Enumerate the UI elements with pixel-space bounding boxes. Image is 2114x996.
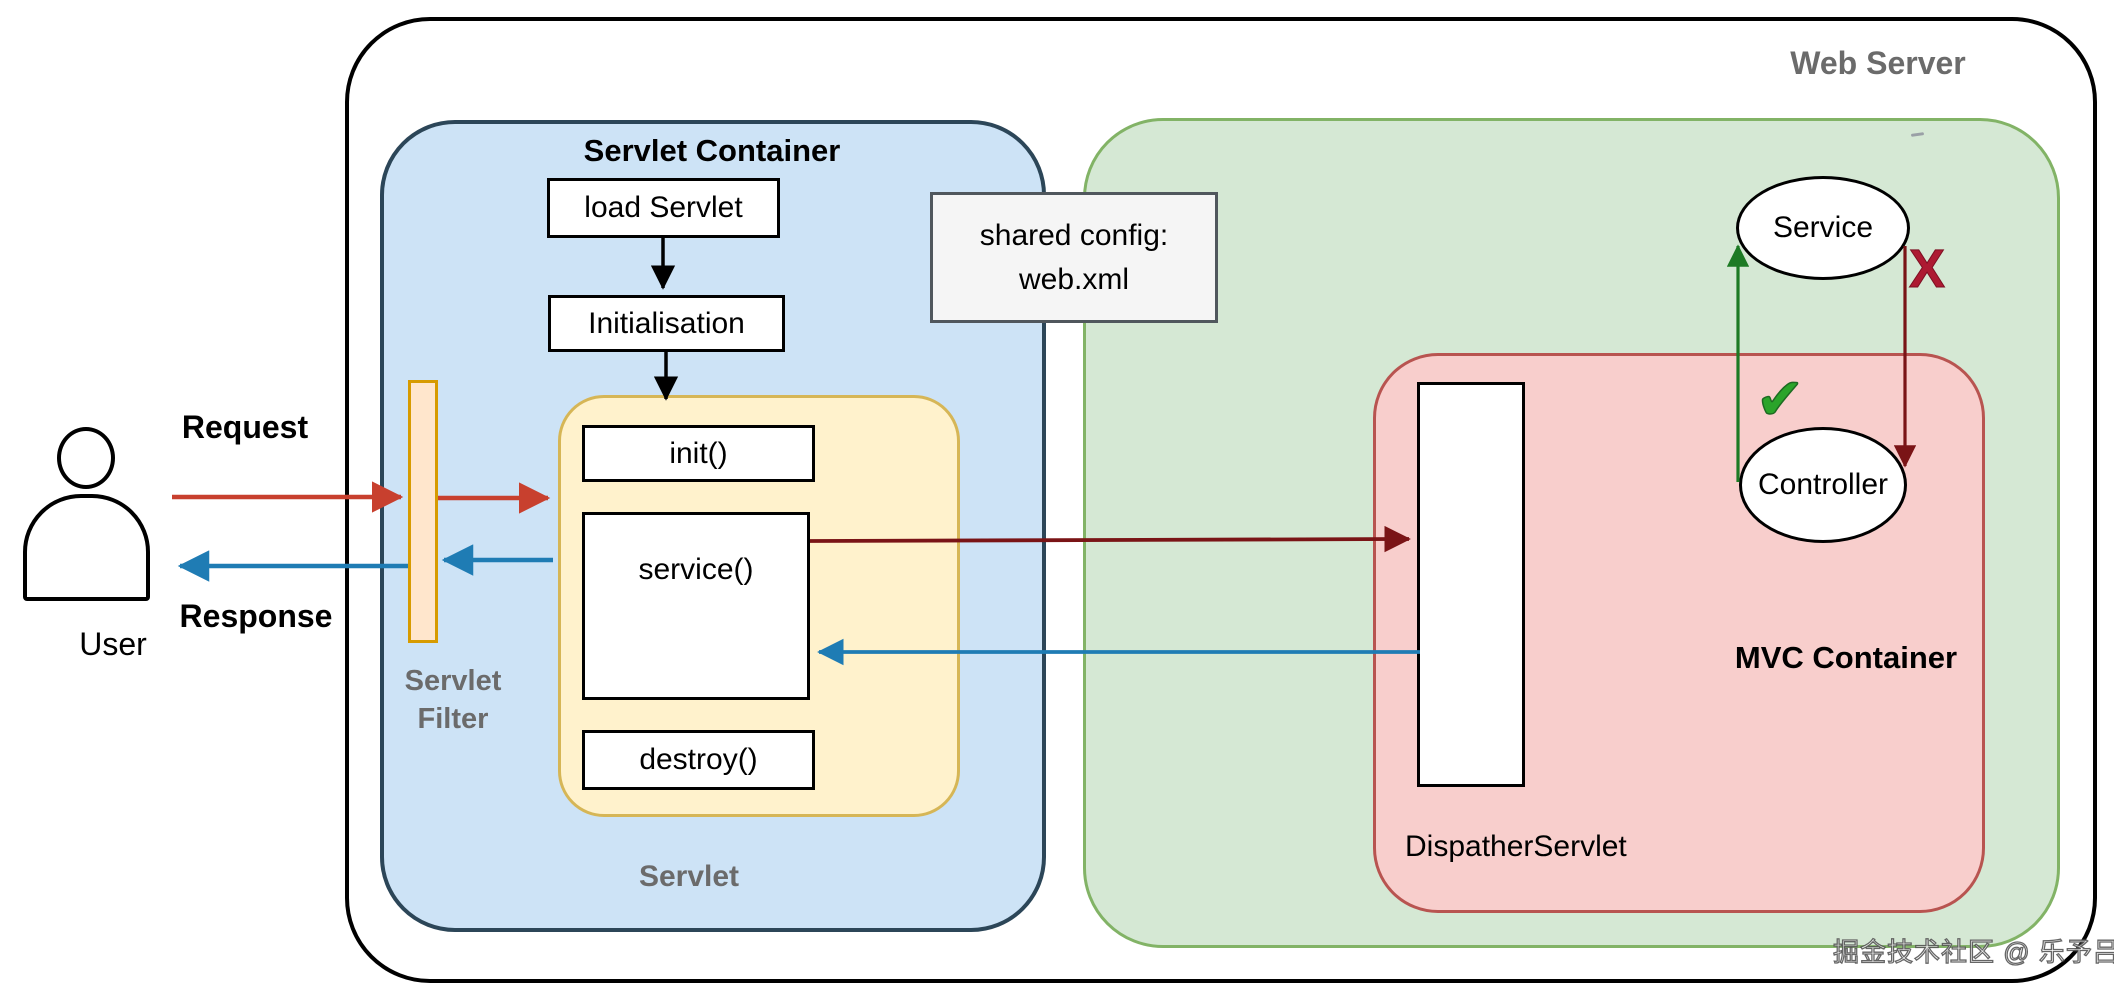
init-method-box: init() (582, 425, 815, 482)
destroy-method-box: destroy() (582, 730, 815, 790)
servlet-group-label: Servlet (638, 860, 740, 893)
initialisation-box: Initialisation (548, 295, 785, 352)
user-label: User (79, 626, 147, 662)
servlet-filter-bar (408, 380, 438, 643)
shared-config-note: shared config: web.xml (930, 192, 1218, 323)
controller-ellipse: Controller (1739, 427, 1907, 543)
servlet-container-title: Servlet Container (583, 133, 841, 168)
check-icon: ✔ (1755, 367, 1805, 432)
dispatcher-servlet-label: DispatherServlet (1405, 830, 1627, 863)
response-label: Response (179, 598, 333, 634)
web-server-label: Web Server (1790, 45, 1966, 81)
servlet-filter-label-line1: Servlet (404, 665, 502, 697)
shared-config-line1: shared config: (979, 218, 1169, 252)
service-method-box: service() (582, 512, 810, 700)
user-icon (57, 427, 115, 489)
watermark: 掘金技术社区 @ 乐予吕 (1832, 937, 2114, 967)
dispatcher-servlet-box (1417, 382, 1525, 787)
shared-config-line2: web.xml (1018, 262, 1130, 296)
request-label: Request (181, 409, 309, 445)
servlet-filter-label-line2: Filter (417, 703, 489, 735)
service-ellipse: Service (1736, 176, 1910, 280)
cross-icon: X (1908, 239, 1946, 300)
mvc-container-label: MVC Container (1734, 640, 1958, 675)
user-icon-body (23, 494, 150, 601)
load-servlet-box: load Servlet (547, 178, 780, 238)
